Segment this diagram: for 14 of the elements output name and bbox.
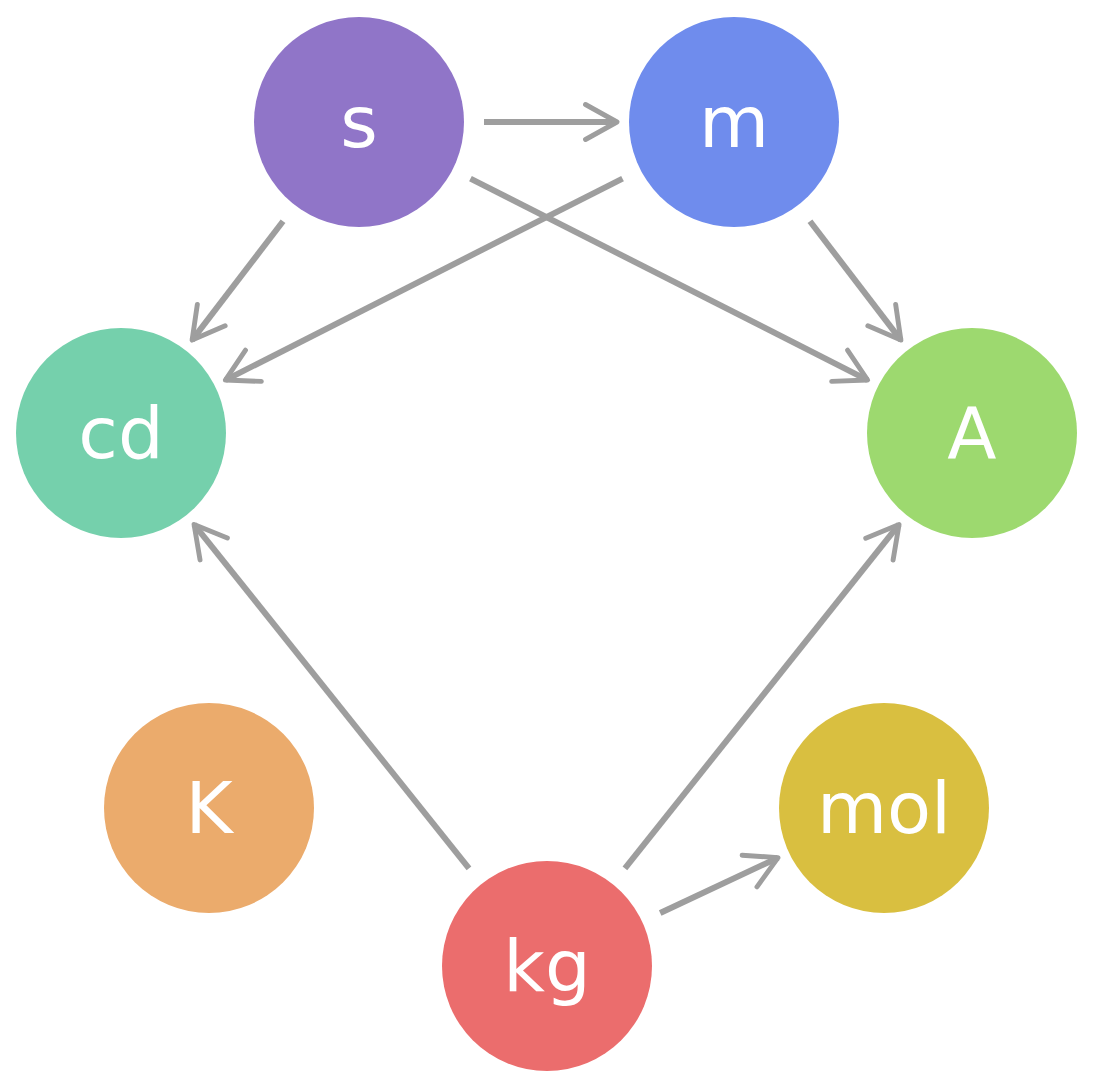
arrow	[222, 175, 624, 384]
arrow	[658, 852, 781, 916]
unit-label: s	[340, 86, 378, 158]
unit-label: A	[947, 397, 997, 469]
arrow	[191, 521, 472, 871]
arrow	[469, 175, 871, 384]
arrow	[484, 102, 620, 142]
arrow	[189, 219, 286, 343]
unit-label: cd	[78, 397, 164, 469]
unit-label: K	[185, 772, 233, 844]
unit-label: m	[698, 86, 770, 158]
unit-label: mol	[816, 772, 952, 844]
arrow	[622, 522, 902, 871]
arrow	[807, 219, 904, 343]
